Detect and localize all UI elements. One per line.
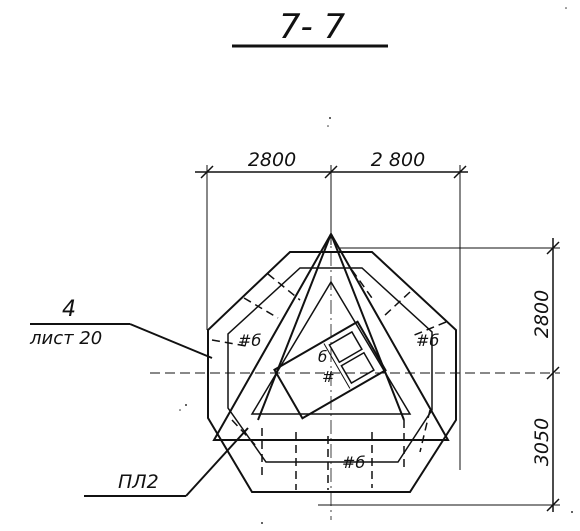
dimension-right-upper: 2800 [531, 290, 553, 338]
outer-octagon [207, 251, 457, 493]
mark-left-panel: #б [238, 331, 261, 350]
callout-ref-number: 4 [62, 297, 76, 322]
mark-bottom-panel: #б [342, 453, 365, 472]
dimension-right-lower: 3050 [531, 418, 553, 466]
callout-sheet-reference: 4 лист 20 [29, 297, 213, 359]
inner-octagon [227, 267, 433, 463]
scan-specks [179, 7, 573, 524]
section-title: 7- 7 [279, 7, 346, 47]
right-dimension-chain: 2800 3050 [150, 238, 560, 512]
brace-left [257, 233, 332, 421]
callout-ref-sheet: лист 20 [29, 328, 102, 349]
mark-center-block: б [318, 348, 327, 366]
mark-center-hash: # [322, 368, 335, 386]
central-block [273, 320, 387, 420]
dimension-top-left: 2800 [248, 149, 296, 171]
panel-joints [211, 269, 447, 490]
brace-right [330, 233, 405, 421]
callout-plate-label: ПЛ2 [118, 471, 159, 493]
callout-plate: ПЛ2 [84, 427, 249, 497]
triangle-frame-outer [212, 231, 450, 441]
top-dimension-chain: 2800 2 800 [195, 149, 468, 470]
dimension-top-right: 2 800 [371, 149, 425, 171]
mark-right-panel: #б [416, 331, 439, 350]
triangle-frame-inner [250, 280, 412, 415]
